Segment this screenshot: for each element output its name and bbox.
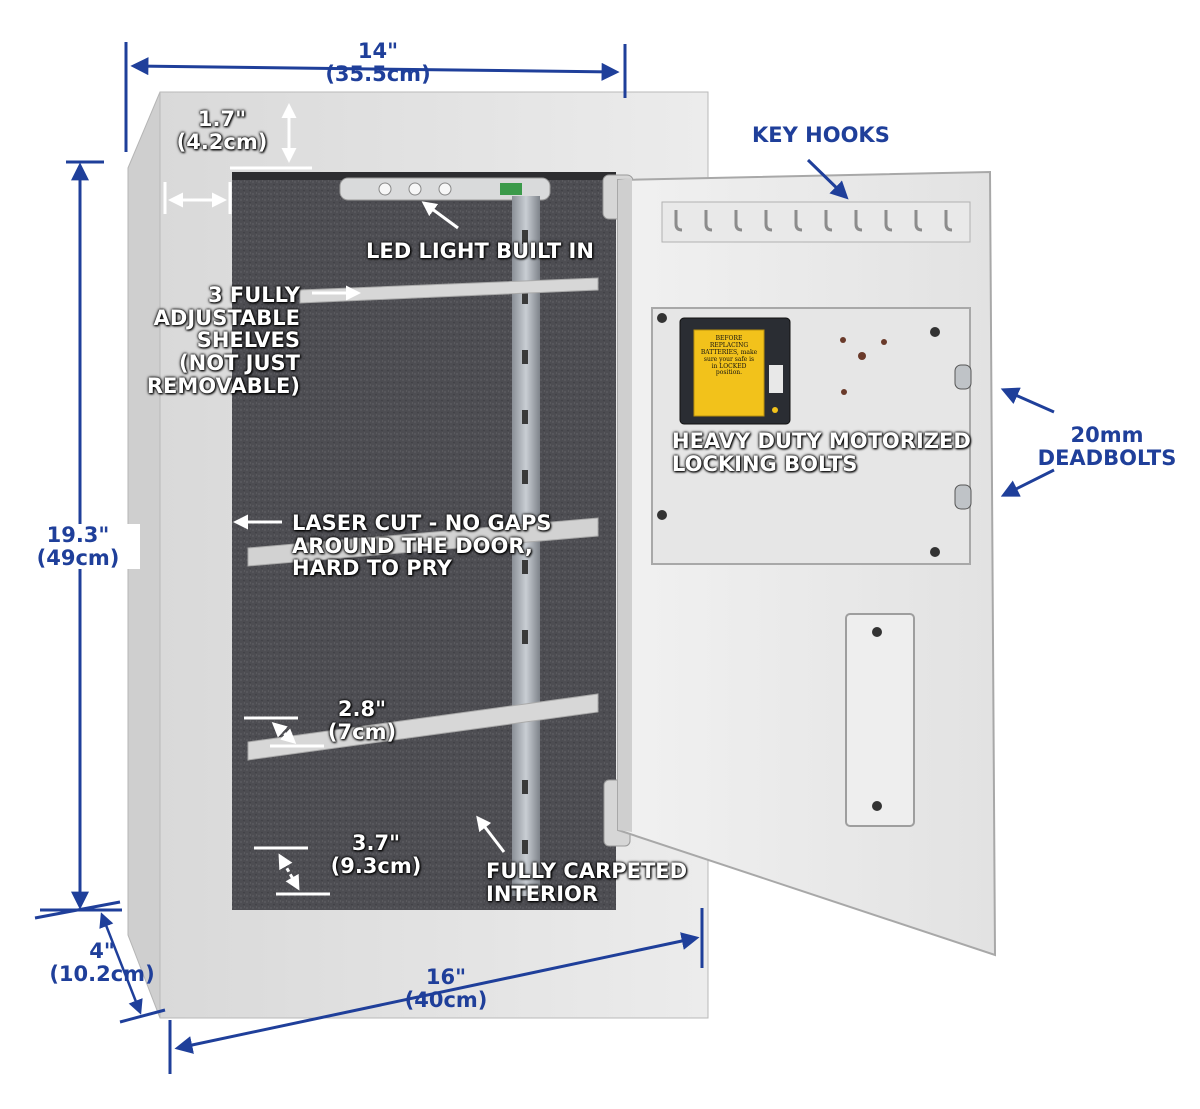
warning-sticker-text: BEFORE REPLACING BATTERIES, make sure yo… [700, 335, 758, 377]
deadbolt-arrow-bottom [1000, 468, 1055, 497]
shelf-post [512, 196, 540, 896]
deadbolt-arrow-top [1000, 387, 1055, 414]
led-arrow [421, 201, 459, 230]
deadbolt-bottom [954, 484, 972, 510]
height-label: 19.3" (49cm) [16, 524, 140, 570]
width-top-arrow [130, 57, 620, 81]
door-handle-plate [845, 613, 915, 827]
key-hooks-label: KEY HOOKS [752, 123, 890, 147]
bottom-gap-arrow [278, 853, 300, 891]
depth-label: 4" (10.2cm) [49, 939, 155, 986]
shelf-top [299, 277, 599, 304]
shelf-gap-arrow [271, 721, 297, 745]
bottom-gap-label: 3.7" (9.3cm) [330, 831, 422, 878]
shelves-label: 3 FULLY ADJUSTABLE SHELVES (NOT JUST REM… [146, 283, 300, 398]
warning-sticker [693, 329, 765, 417]
carpet-arrow [476, 815, 506, 853]
width-top-label: 14" (35.5cm) [325, 39, 431, 86]
shelf-gap-label: 2.8" (7cm) [327, 697, 397, 744]
key-hooks-arrow [806, 158, 849, 200]
laser-cut-label: LASER CUT - NO GAPS AROUND THE DOOR, HAR… [292, 511, 552, 581]
led-light-label: LED LIGHT BUILT IN [366, 239, 594, 263]
carpeted-label: FULLY CARPETED INTERIOR [486, 859, 688, 906]
depth-arrow [99, 912, 143, 1015]
key-hook-strip [661, 201, 971, 243]
shelf-bottom [247, 693, 599, 761]
deadbolt-top [954, 364, 972, 390]
width-bottom-label: 16" (40cm) [404, 965, 488, 1012]
frame-top-label: 1.7" (4.2cm) [176, 107, 268, 154]
motorized-bolts-label: HEAVY DUTY MOTORIZED LOCKING BOLTS [672, 429, 971, 476]
width-bottom-arrow [174, 932, 700, 1054]
shelf-middle [247, 517, 599, 567]
deadbolts-label: 20mm DEADBOLTS [1037, 423, 1177, 470]
